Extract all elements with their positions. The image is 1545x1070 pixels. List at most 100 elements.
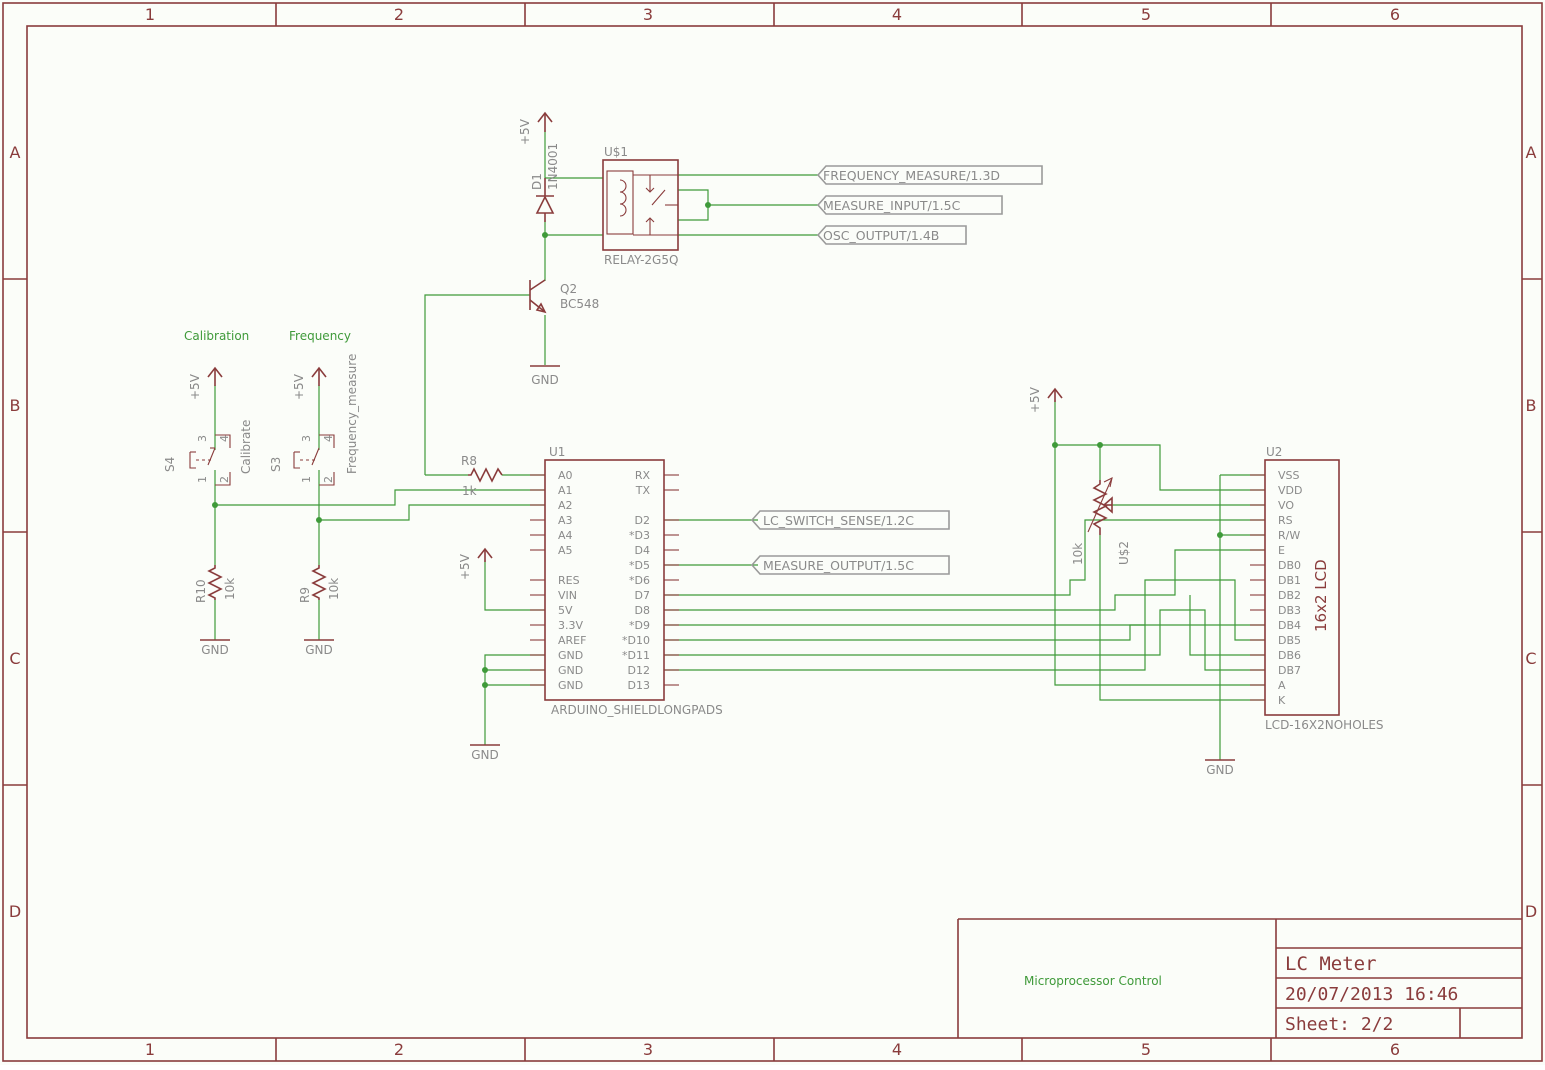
gnd-label-arduino: GND	[471, 748, 499, 762]
lcd-pin-db7: DB7	[1278, 664, 1301, 677]
lcd-pin-vss: VSS	[1278, 469, 1300, 482]
arduino-pin-gnd: GND	[558, 664, 583, 677]
flag-lc-switch-sense-text: LC_SWITCH_SENSE/1.2C	[763, 513, 914, 528]
resistor-r9	[311, 565, 327, 600]
arduino-pin-d11: *D11	[622, 649, 650, 662]
arduino-pin-d10: *D10	[622, 634, 650, 647]
s4-pin-3: 3	[196, 435, 209, 442]
arduino-ref: U1	[549, 445, 565, 459]
arduino-pin-tx: TX	[635, 484, 651, 497]
title-block-date: 20/07/2013 16:46	[1285, 984, 1458, 1005]
gnd-label-r9: GND	[305, 643, 333, 657]
relay-u1	[602, 159, 679, 251]
flag-frequency-measure-text: FREQUENCY_MEASURE/1.3D	[823, 168, 1000, 183]
lcd-body-label: 16x2 LCD	[1312, 559, 1330, 632]
lcd-pin-e: E	[1278, 544, 1285, 557]
s4-pin-1: 1	[196, 476, 209, 483]
s4-label: Calibrate	[239, 420, 253, 474]
r10-value: 10k	[223, 578, 237, 600]
arduino-pin-a2: A2	[558, 499, 573, 512]
title-block: Microprocessor Control LC Meter 20/07/20…	[957, 918, 1522, 1038]
grid-col-4-top: 4	[892, 5, 902, 24]
vcc-label-arduino: +5V	[458, 553, 472, 580]
arduino-pin-5v: 5V	[558, 604, 573, 617]
lcd-pin-db4: DB4	[1278, 619, 1301, 632]
flag-measure-output-text: MEASURE_OUTPUT/1.5C	[763, 558, 914, 573]
grid-row-d-left: D	[9, 902, 21, 921]
diode-value: 1N4001	[546, 143, 560, 190]
lcd-pin-db0: DB0	[1278, 559, 1301, 572]
arduino-pin-d5: *D5	[629, 559, 650, 572]
grid-col-1-bottom: 1	[145, 1040, 155, 1059]
net-flag-measure-input: MEASURE_INPUT/1.5C	[816, 195, 1003, 215]
vcc-label-s3: +5V	[292, 373, 306, 400]
grid-col-5-bottom: 5	[1141, 1040, 1151, 1059]
gnd-label-lcd: GND	[1206, 763, 1234, 777]
potentiometer	[1087, 476, 1113, 535]
arduino-value: ARDUINO_SHIELDLONGPADS	[551, 703, 723, 717]
junctions	[212, 202, 1223, 688]
grid-col-6-bottom: 6	[1390, 1040, 1400, 1059]
arduino-pin-d12: D12	[628, 664, 650, 677]
lcd-pin-db1: DB1	[1278, 574, 1301, 587]
pot-value: 10k	[1071, 543, 1085, 565]
arduino-pin-a5: A5	[558, 544, 573, 557]
ground-symbols	[200, 365, 1235, 761]
net-flag-frequency-measure: FREQUENCY_MEASURE/1.3D	[816, 165, 1043, 185]
arduino-pin-gnd: GND	[558, 649, 583, 662]
s3-pin-2: 2	[322, 476, 335, 483]
grid-col-3-bottom: 3	[643, 1040, 653, 1059]
lcd-u2	[1250, 459, 1340, 716]
grid-col-1-top: 1	[145, 5, 155, 24]
r9-ref: R9	[298, 587, 312, 603]
arduino-pin-d6: *D6	[629, 574, 650, 587]
s3-label: Frequency_measure	[345, 354, 359, 474]
grid-col-2-top: 2	[394, 5, 404, 24]
grid-col-6-top: 6	[1390, 5, 1400, 24]
net-flag-osc-output: OSC_OUTPUT/1.4B	[816, 225, 967, 245]
arduino-pin-a4: A4	[558, 529, 573, 542]
gnd-label-transistor: GND	[531, 373, 559, 387]
vcc-label-s4: +5V	[188, 373, 202, 400]
grid-col-2-bottom: 2	[394, 1040, 404, 1059]
grid-row-c-right: C	[1525, 649, 1536, 668]
arduino-pin-d8: D8	[635, 604, 650, 617]
r9-value: 10k	[327, 578, 341, 600]
r10-ref: R10	[194, 579, 208, 603]
diode-ref: D1	[530, 173, 544, 190]
arduino-pin-rx: RX	[635, 469, 651, 482]
pot-ref: U$2	[1117, 541, 1131, 565]
diode-d1	[535, 178, 555, 222]
lcd-pin-vo: VO	[1278, 499, 1294, 512]
arduino-u1	[530, 459, 679, 701]
lcd-pin-db3: DB3	[1278, 604, 1301, 617]
switch-s4	[189, 434, 231, 486]
grid-row-c-left: C	[9, 649, 20, 668]
lcd-pin-vdd: VDD	[1278, 484, 1302, 497]
resistor-r8	[468, 467, 503, 483]
transistor-ref: Q2	[560, 282, 577, 296]
grid-row-a-right: A	[1526, 143, 1537, 162]
s3-ref: S3	[269, 457, 283, 472]
lcd-pin-k: K	[1278, 694, 1286, 707]
lcd-pin-db5: DB5	[1278, 634, 1301, 647]
title-block-title: LC Meter	[1285, 953, 1377, 975]
arduino-pin-a3: A3	[558, 514, 573, 527]
arduino-pin-d3: *D3	[629, 529, 650, 542]
note-frequency: Frequency	[289, 329, 351, 343]
r8-value: 1k	[462, 484, 477, 498]
arduino-pin-vin: VIN	[558, 589, 577, 602]
vcc-label-lcd: +5V	[1028, 386, 1042, 413]
grid-row-d-right: D	[1525, 902, 1537, 921]
r8-ref: R8	[461, 454, 477, 468]
lcd-pin-a: A	[1278, 679, 1286, 692]
arduino-pin-a1: A1	[558, 484, 573, 497]
lcd-value: LCD-16X2NOHOLES	[1265, 718, 1384, 732]
title-block-description: Microprocessor Control	[1024, 974, 1162, 988]
title-block-sheet: Sheet: 2/2	[1285, 1014, 1393, 1035]
flag-measure-input-text: MEASURE_INPUT/1.5C	[823, 198, 961, 213]
s3-pin-4: 4	[322, 435, 335, 442]
